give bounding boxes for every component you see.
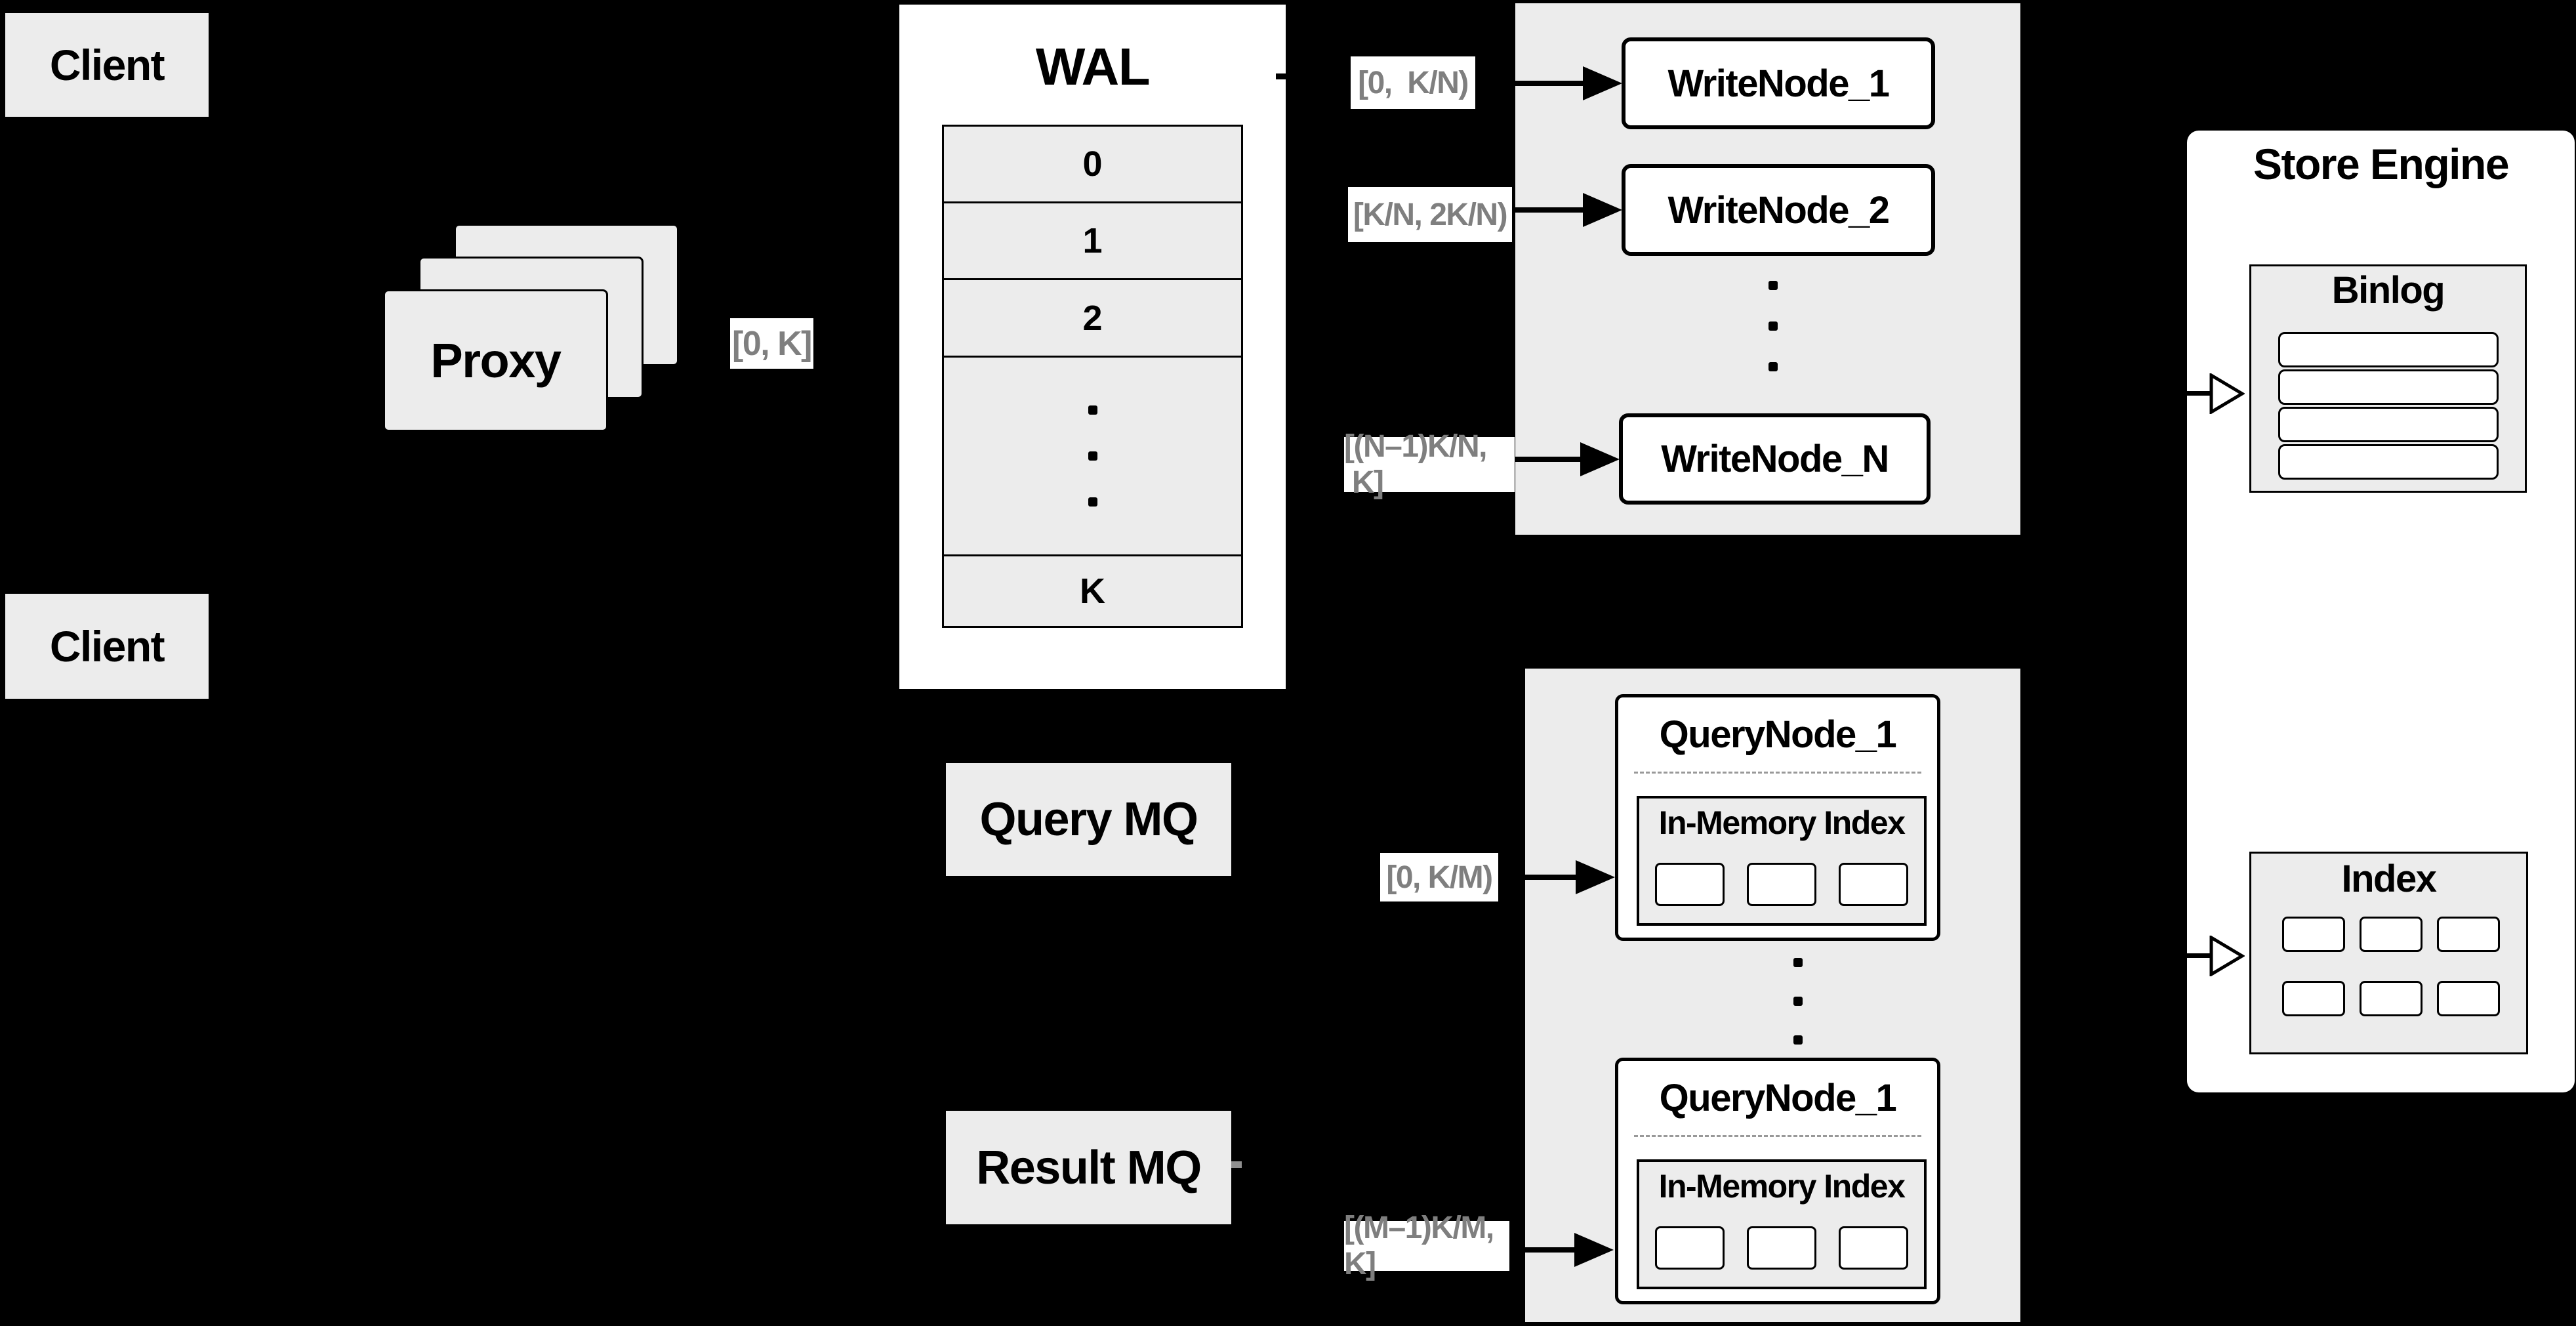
write-node-n: WriteNode_N bbox=[1619, 413, 1931, 505]
result-mq-node: Result MQ bbox=[946, 1111, 1231, 1224]
query-node-top: QueryNode_1 In-Memory Index bbox=[1615, 694, 1940, 941]
index-chunk bbox=[1655, 1226, 1725, 1270]
open-arrowhead-icon bbox=[2209, 936, 2245, 976]
index-title: Index bbox=[2341, 858, 2438, 900]
arrowhead-icon bbox=[1583, 66, 1622, 100]
index-cell bbox=[2359, 981, 2423, 1016]
arrowhead-icon bbox=[1583, 193, 1622, 227]
vertical-dots bbox=[1088, 451, 1097, 461]
binlog-row bbox=[2278, 407, 2499, 442]
index-panel: Index bbox=[2249, 852, 2528, 1054]
open-arrowhead-icon bbox=[2209, 373, 2245, 414]
index-chunk bbox=[1747, 1226, 1816, 1270]
vertical-dots bbox=[1793, 958, 1803, 1045]
index-cell bbox=[2281, 981, 2345, 1016]
in-memory-index-label: In-Memory Index bbox=[1658, 804, 1906, 841]
query-node-bottom: QueryNode_1 In-Memory Index bbox=[1615, 1058, 1940, 1304]
wal-title: WAL bbox=[1035, 37, 1151, 96]
arrow-shaft bbox=[1502, 457, 1581, 462]
binlog-panel: Binlog bbox=[2249, 264, 2527, 493]
proxy-stack: Proxy bbox=[383, 224, 679, 432]
wal-segment-row: K bbox=[1080, 571, 1105, 611]
vertical-dots bbox=[1768, 281, 1778, 371]
arrowhead-icon bbox=[1576, 860, 1615, 894]
range-label-write-1: [0, K/N) bbox=[1351, 56, 1475, 109]
wal-ellipsis-row bbox=[944, 358, 1241, 556]
index-cell bbox=[2436, 981, 2500, 1016]
arrow-shaft bbox=[1499, 207, 1584, 213]
client-node-bottom: Client bbox=[5, 594, 209, 699]
arrowhead-icon bbox=[1580, 442, 1620, 476]
arrow-shaft bbox=[1499, 875, 1576, 880]
vertical-dots bbox=[1088, 405, 1097, 415]
in-memory-index-label: In-Memory Index bbox=[1658, 1168, 1906, 1205]
range-label-write-2: [K/N, 2K/N) bbox=[1348, 187, 1512, 242]
query-node-title: QueryNode_1 bbox=[1659, 713, 1897, 756]
wal-panel: WAL 0 1 2 K bbox=[899, 5, 1286, 689]
range-label-query-1: [0, K/M) bbox=[1380, 853, 1498, 901]
binlog-row bbox=[2278, 332, 2499, 367]
dashed-divider bbox=[1634, 772, 1921, 774]
range-label-write-n: [(N–1)K/N, K] bbox=[1344, 429, 1515, 500]
index-cell bbox=[2436, 917, 2500, 952]
result-mq-edge-tick bbox=[1231, 1161, 1242, 1168]
proxy-card-front: Proxy bbox=[383, 289, 608, 432]
binlog-title: Binlog bbox=[2331, 269, 2445, 312]
in-memory-index-panel: In-Memory Index bbox=[1637, 1159, 1927, 1289]
write-node-1: WriteNode_1 bbox=[1622, 37, 1935, 129]
client-node-top: Client bbox=[5, 13, 209, 117]
query-node-title: QueryNode_1 bbox=[1659, 1077, 1897, 1119]
index-chunk bbox=[1839, 863, 1908, 906]
store-engine-title: Store Engine bbox=[2253, 140, 2510, 188]
wal-segment-row: 2 bbox=[944, 280, 1241, 358]
index-chunk bbox=[1839, 1226, 1908, 1270]
binlog-row bbox=[2278, 444, 2499, 480]
range-label-proxy-wal: [0, K] bbox=[730, 318, 813, 369]
store-engine-panel: Store Engine Binlog Index bbox=[2187, 131, 2575, 1092]
wal-segment-row: 0 bbox=[944, 127, 1241, 203]
vertical-dots bbox=[1088, 497, 1097, 507]
index-cell bbox=[2281, 917, 2345, 952]
index-chunk bbox=[1747, 863, 1816, 906]
wal-segment-row: 1 bbox=[944, 203, 1241, 280]
dashed-divider bbox=[1634, 1135, 1921, 1137]
arrow-shaft bbox=[2177, 953, 2213, 958]
arrowhead-icon bbox=[1574, 1233, 1614, 1267]
arrow-shaft bbox=[1502, 1247, 1576, 1253]
query-mq-node: Query MQ bbox=[946, 763, 1231, 876]
arrow-shaft bbox=[1476, 81, 1584, 86]
arrow-shaft bbox=[2177, 391, 2213, 396]
write-node-2: WriteNode_2 bbox=[1622, 164, 1935, 256]
index-cell bbox=[2359, 917, 2423, 952]
binlog-row bbox=[2278, 369, 2499, 405]
wal-segment-table: 0 1 2 K bbox=[942, 125, 1243, 628]
range-label-query-m: [(M–1)K/M, K] bbox=[1344, 1211, 1509, 1281]
index-chunk bbox=[1655, 863, 1725, 906]
in-memory-index-panel: In-Memory Index bbox=[1637, 796, 1927, 926]
wal-edge-tick bbox=[1276, 73, 1296, 79]
